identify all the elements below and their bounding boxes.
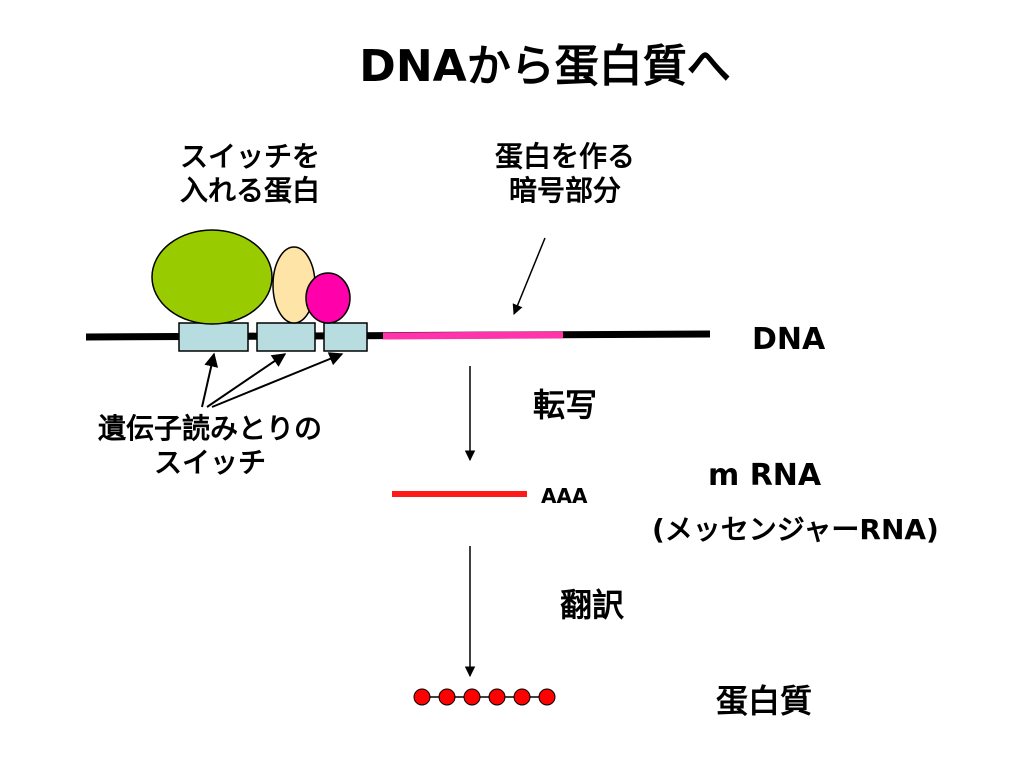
switch-pointer-1	[201, 352, 219, 408]
gene-switch-label-line1: 遺伝子読みとりの	[97, 412, 322, 445]
amino-acid	[513, 688, 531, 706]
coding-region-label-line2: 暗号部分	[508, 174, 621, 207]
protein-label: 蛋白質	[716, 682, 813, 720]
polya-tail-label: AAA	[541, 484, 588, 508]
dna-coding-region	[382, 331, 564, 340]
gene-switch-label-line2: スイッチ	[153, 446, 266, 479]
amino-acid	[438, 688, 456, 706]
coding-region-label: 蛋白を作る 暗号部分	[455, 140, 675, 208]
switch-box-3	[323, 322, 368, 352]
switch-pointer-2	[206, 353, 287, 408]
coding-region-label-line1: 蛋白を作る	[494, 140, 635, 173]
switch-box-2	[256, 322, 316, 352]
switch-box-1	[178, 322, 249, 352]
switch-protein-label-line1: スイッチを	[179, 140, 320, 173]
page-title: DNAから蛋白質へ	[359, 41, 731, 92]
coding-region-pointer	[512, 237, 546, 315]
switch-pointer-3	[211, 352, 344, 408]
translation-label: 翻訳	[560, 586, 625, 624]
mrna-fullname-label: (メッセンジャーRNA)	[652, 513, 939, 546]
amino-acid	[488, 688, 506, 706]
switch-protein-large	[151, 229, 273, 325]
switch-protein-small	[305, 272, 351, 324]
dna-label: DNA	[752, 322, 826, 357]
mrna-label: m RNA	[708, 458, 822, 493]
switch-protein-label-line2: 入れる蛋白	[179, 174, 320, 207]
gene-switch-label: 遺伝子読みとりの スイッチ	[60, 412, 360, 480]
amino-acid	[413, 688, 431, 706]
amino-acid	[538, 688, 556, 706]
switch-protein-label: スイッチを 入れる蛋白	[140, 140, 360, 208]
transcription-label: 転写	[533, 386, 598, 424]
amino-acid	[463, 688, 481, 706]
